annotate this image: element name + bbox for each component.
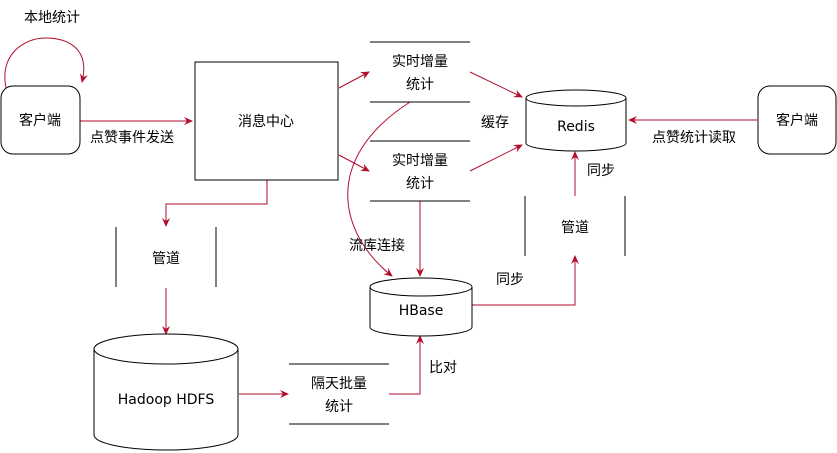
redis-node bbox=[525, 89, 627, 152]
client-right-node bbox=[757, 85, 837, 155]
message-center-node bbox=[194, 61, 339, 181]
client-left-label: 客户端 bbox=[19, 112, 61, 129]
cache-label: 缓存 bbox=[481, 115, 509, 131]
hdfs-node bbox=[93, 333, 239, 451]
realtime-top-label-line2: 统计 bbox=[406, 77, 434, 93]
edge-self-loop bbox=[4, 37, 88, 96]
like-stats-read-label: 点赞统计读取 bbox=[652, 129, 736, 146]
hdfs-label: Hadoop HDFS bbox=[118, 392, 215, 408]
edge-batch-to-hbase bbox=[389, 335, 424, 395]
like-event-send-label: 点赞事件发送 bbox=[90, 130, 174, 146]
realtime-top-label-line1: 实时增量 bbox=[392, 54, 448, 70]
realtime-mid-label-line1: 实时增量 bbox=[392, 153, 448, 169]
redis-label: Redis bbox=[557, 119, 595, 135]
edge-mc-to-pipe-left bbox=[162, 180, 268, 227]
stream-db-connect-label: 流库连接 bbox=[349, 237, 405, 254]
edge-hbase-to-pipe-right bbox=[472, 255, 579, 306]
client-left-node bbox=[0, 85, 81, 155]
message-center-label: 消息中心 bbox=[238, 113, 294, 130]
hbase-node bbox=[369, 277, 473, 337]
edge-realtime-top-to-redis bbox=[469, 71, 523, 98]
edge-stream-db-connect bbox=[347, 101, 411, 277]
pipe-left-label: 管道 bbox=[152, 251, 180, 267]
compare-label: 比对 bbox=[429, 360, 457, 376]
pipe-right-label: 管道 bbox=[561, 220, 589, 236]
client-right-label: 客户端 bbox=[776, 112, 818, 129]
sync-hbase-label: 同步 bbox=[496, 272, 524, 288]
hbase-label: HBase bbox=[399, 303, 444, 319]
local-stats-label: 本地统计 bbox=[24, 10, 80, 26]
sync-redis-label: 同步 bbox=[587, 163, 615, 179]
realtime-mid-label-line2: 统计 bbox=[406, 176, 434, 192]
batch-label-line2: 统计 bbox=[325, 399, 353, 415]
batch-label-line1: 隔天批量 bbox=[311, 376, 367, 392]
edge-realtime-mid-to-redis bbox=[469, 144, 523, 172]
edge-mc-to-realtime-top bbox=[338, 71, 370, 89]
